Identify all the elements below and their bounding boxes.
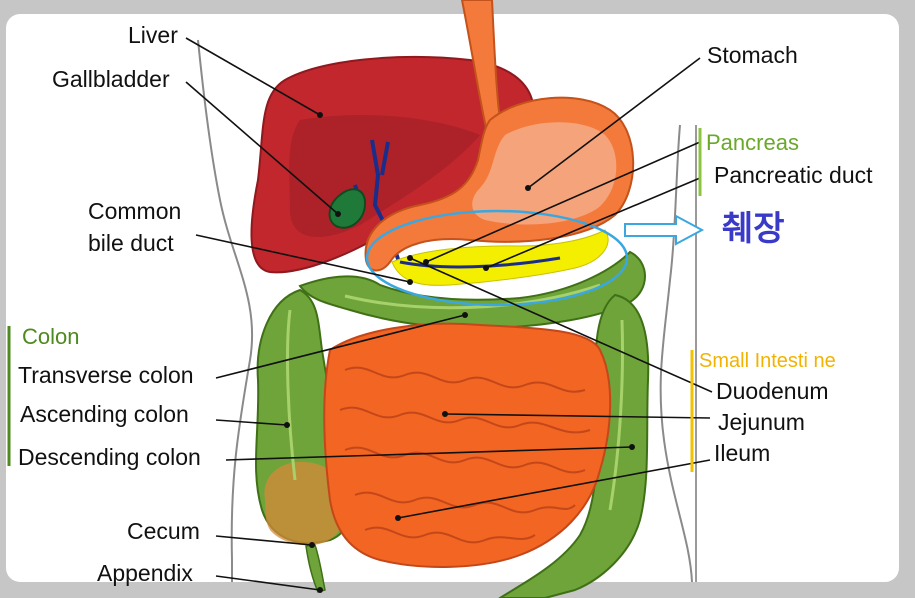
pancreatic-duct-label: Pancreatic duct (714, 162, 873, 188)
small-intestine-shape (323, 322, 612, 568)
gallbladder-leader-line (185, 81, 339, 215)
korean-pancreas-label: 췌장 (722, 209, 785, 249)
descending-colon-leader-line (225, 446, 633, 461)
pancreas-label: Pancreas (706, 130, 799, 155)
cecum-leader-line (215, 535, 313, 546)
leader-dots (284, 112, 635, 593)
transverse-colon-label: Transverse colon (18, 362, 194, 388)
appendix-leader-line (215, 575, 321, 591)
transverse-colon-leader-line (215, 314, 466, 379)
liver-label: Liver (128, 22, 178, 48)
pancreatic-duct-shape (399, 256, 561, 269)
ascending-colon-leader-line (215, 419, 288, 426)
arrow-right-icon (624, 214, 705, 246)
colon-group-label: Colon (22, 324, 80, 349)
liver-leader-line (185, 37, 321, 116)
pancreas-highlight-ellipse (365, 209, 629, 307)
diagram-panel (6, 14, 899, 582)
ileum-leader-line (397, 459, 711, 519)
common-bile-duct-label-line1: Common (88, 198, 182, 224)
pancreas-shape (391, 229, 609, 286)
gallbladder-shape (328, 188, 367, 229)
stomach-leader-line (527, 57, 701, 189)
ileum-label: Ileum (714, 440, 771, 466)
common-bile-duct-leader-line (195, 234, 411, 283)
gallbladder-label: Gallbladder (52, 66, 170, 92)
duodenum-leader-line (409, 257, 713, 393)
pancreatic-duct-leader-line (485, 177, 701, 269)
duodenum-label: Duodenum (716, 378, 829, 404)
common-bile-duct-label-line2: bile duct (88, 230, 174, 256)
leader-lines (185, 37, 713, 591)
appendix-label: Appendix (97, 560, 193, 586)
jejunum-leader-line (444, 413, 711, 419)
cecum-label: Cecum (127, 518, 200, 544)
colon-shape (254, 250, 650, 598)
ascending-colon-label: Ascending colon (20, 401, 189, 427)
jejunum-label: Jejunum (718, 409, 805, 435)
stomach-label: Stomach (707, 42, 798, 68)
pancreas-leader-line (425, 141, 701, 263)
body-outline (197, 39, 697, 583)
descending-colon-label: Descending colon (18, 444, 201, 470)
small-intestine-group-label: Small Intesti ne (699, 350, 836, 372)
